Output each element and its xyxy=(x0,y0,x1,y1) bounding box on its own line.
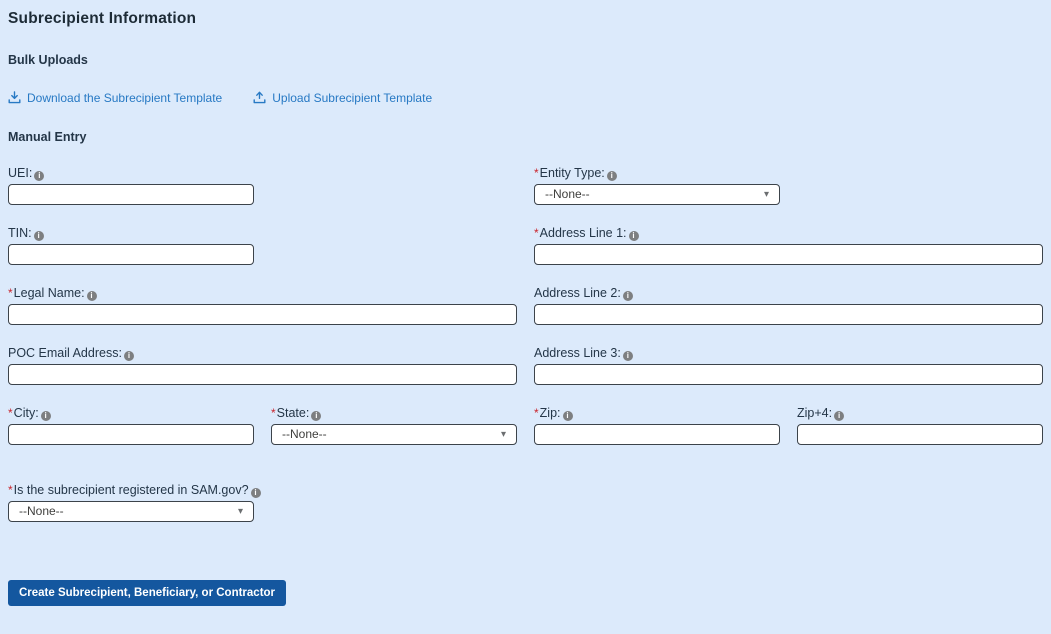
info-icon[interactable]: i xyxy=(34,171,45,181)
address-line-2-input[interactable] xyxy=(534,304,1043,325)
poc-email-label: POC Email Address:i xyxy=(8,346,517,361)
state-selected-value: --None-- xyxy=(282,427,327,441)
address-line-2-label: Address Line 2:i xyxy=(534,286,1043,301)
tin-field: TIN:i xyxy=(8,226,254,265)
entity-type-field: *Entity Type:i --None-- ▾ xyxy=(534,166,780,205)
upload-icon xyxy=(253,91,266,104)
info-icon[interactable]: i xyxy=(123,351,134,361)
tin-input[interactable] xyxy=(8,244,254,265)
state-select[interactable]: --None-- ▾ xyxy=(271,424,517,445)
sam-registered-field: *Is the subrecipient registered in SAM.g… xyxy=(8,483,261,522)
zip4-input[interactable] xyxy=(797,424,1043,445)
legal-name-field: *Legal Name:i xyxy=(8,286,517,325)
create-subrecipient-button[interactable]: Create Subrecipient, Beneficiary, or Con… xyxy=(8,580,286,606)
state-field: *State:i --None-- ▾ xyxy=(271,406,517,445)
sam-registered-label: *Is the subrecipient registered in SAM.g… xyxy=(8,483,261,498)
required-asterisk: * xyxy=(8,406,13,420)
city-field: *City:i xyxy=(8,406,254,445)
download-icon xyxy=(8,91,21,104)
info-icon[interactable]: i xyxy=(622,291,633,301)
info-icon[interactable]: i xyxy=(562,411,573,421)
zip-field: *Zip:i xyxy=(534,406,780,445)
bulk-uploads-heading: Bulk Uploads xyxy=(8,53,88,67)
required-asterisk: * xyxy=(534,226,539,240)
form-row: *Legal Name:i Address Line 2:i xyxy=(8,286,1043,325)
address-line-1-label: *Address Line 1:i xyxy=(534,226,1043,241)
page-title: Subrecipient Information xyxy=(8,10,197,27)
upload-link-label: Upload Subrecipient Template xyxy=(272,90,433,105)
download-template-link[interactable]: Download the Subrecipient Template xyxy=(8,91,222,105)
form-row: UEI:i *Entity Type:i --None-- ▾ xyxy=(8,166,1043,205)
info-icon[interactable]: i xyxy=(250,488,261,498)
info-icon[interactable]: i xyxy=(628,231,639,241)
zip4-label: Zip+4:i xyxy=(797,406,1043,421)
address-line-3-label: Address Line 3:i xyxy=(534,346,1043,361)
poc-email-field: POC Email Address:i xyxy=(8,346,517,385)
uei-field: UEI:i xyxy=(8,166,254,205)
state-label: *State:i xyxy=(271,406,517,421)
zip-input[interactable] xyxy=(534,424,780,445)
info-icon[interactable]: i xyxy=(86,291,97,301)
required-asterisk: * xyxy=(8,483,13,497)
required-asterisk: * xyxy=(534,166,539,180)
template-links-row: Download the Subrecipient Template Uploa… xyxy=(8,90,1043,105)
chevron-down-icon: ▾ xyxy=(763,189,769,200)
legal-name-input[interactable] xyxy=(8,304,517,325)
info-icon[interactable]: i xyxy=(834,411,845,421)
tin-label: TIN:i xyxy=(8,226,254,241)
entity-type-select[interactable]: --None-- ▾ xyxy=(534,184,780,205)
legal-name-label: *Legal Name:i xyxy=(8,286,517,301)
subrecipient-form-page: Subrecipient Information Bulk Uploads Do… xyxy=(8,10,1043,606)
download-link-label: Download the Subrecipient Template xyxy=(27,90,223,105)
manual-entry-heading: Manual Entry xyxy=(8,130,87,144)
uei-input[interactable] xyxy=(8,184,254,205)
zip-label: *Zip:i xyxy=(534,406,780,421)
chevron-down-icon: ▾ xyxy=(237,506,243,517)
city-input[interactable] xyxy=(8,424,254,445)
spacer xyxy=(271,226,517,265)
city-label: *City:i xyxy=(8,406,254,421)
info-icon[interactable]: i xyxy=(33,231,44,241)
required-asterisk: * xyxy=(271,406,276,420)
form-row: TIN:i *Address Line 1:i xyxy=(8,226,1043,265)
poc-email-input[interactable] xyxy=(8,364,517,385)
zip4-field: Zip+4:i xyxy=(797,406,1043,445)
upload-template-link[interactable]: Upload Subrecipient Template xyxy=(253,91,432,105)
address-line-1-field: *Address Line 1:i xyxy=(534,226,1043,265)
info-icon[interactable]: i xyxy=(311,411,322,421)
form-row: *Is the subrecipient registered in SAM.g… xyxy=(8,483,1043,522)
chevron-down-icon: ▾ xyxy=(500,429,506,440)
required-asterisk: * xyxy=(8,286,13,300)
address-line-3-field: Address Line 3:i xyxy=(534,346,1043,385)
entity-type-label: *Entity Type:i xyxy=(534,166,780,181)
uei-label: UEI:i xyxy=(8,166,254,181)
info-icon[interactable]: i xyxy=(606,171,617,181)
sam-registered-selected-value: --None-- xyxy=(19,504,64,518)
entity-type-selected-value: --None-- xyxy=(545,187,590,201)
spacer xyxy=(271,166,517,205)
address-line-3-input[interactable] xyxy=(534,364,1043,385)
info-icon[interactable]: i xyxy=(40,411,51,421)
form-row: POC Email Address:i Address Line 3:i xyxy=(8,346,1043,385)
address-line-1-input[interactable] xyxy=(534,244,1043,265)
sam-registered-select[interactable]: --None-- ▾ xyxy=(8,501,254,522)
required-asterisk: * xyxy=(534,406,539,420)
info-icon[interactable]: i xyxy=(622,351,633,361)
form-row: *City:i *State:i --None-- ▾ *Zip:i Zip+4… xyxy=(8,406,1043,445)
address-line-2-field: Address Line 2:i xyxy=(534,286,1043,325)
